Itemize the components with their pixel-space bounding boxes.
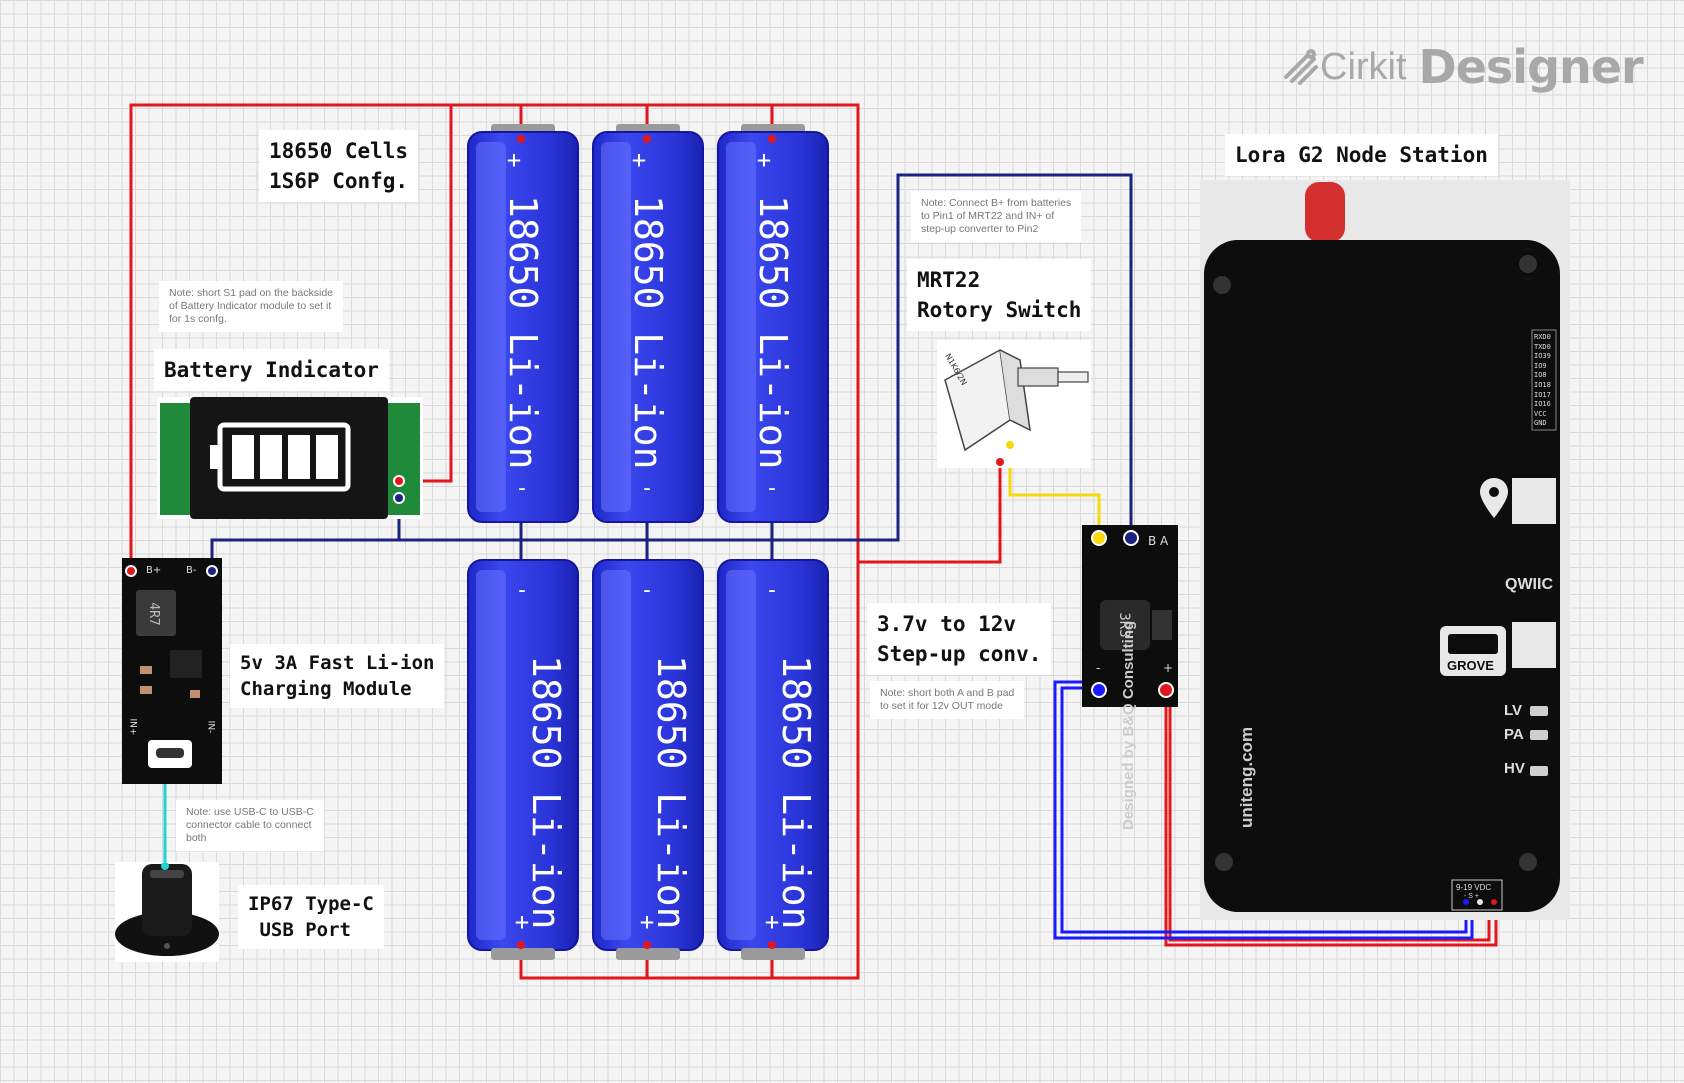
stepup-label: 3.7v to 12v Step-up conv. [867,603,1052,675]
battery-cell-top-2[interactable] [592,124,704,523]
lora-pin-label: IO9 [1534,361,1547,370]
cells-label: 18650 Cells 1S6P Confg. [259,130,419,202]
lora-pin-label: TXD0 [1534,342,1551,351]
lora-designer-text: Designed by B&Q Consulting [1120,620,1137,830]
location-pin-icon [1480,478,1508,518]
charger-inductor-label: 4R7 [146,602,161,625]
cirkit-designer-brand: Cirkit Designer [1280,40,1644,94]
lora-power-pins: - S + [1464,893,1479,900]
lora-site-text: uniteng.com [1237,726,1256,828]
lora-pin-label: IO16 [1534,400,1551,409]
charging-module[interactable]: 4R7 B+ B- [122,558,222,784]
lora-power-label: 9-19 VDC [1456,883,1492,892]
battery-cell-bottom-2[interactable] [592,559,704,960]
grove-label: GROVE [1447,658,1494,673]
led-label: LV [1504,702,1523,719]
stepup-plus-label: + [1163,661,1173,675]
wire-blue-out [1053,680,1474,940]
brand-name: Cirkit [1320,45,1407,88]
battery-cell-top-3[interactable] [717,124,829,523]
cell-minus-sign: - [765,476,778,501]
lora-pin-label: IO17 [1534,390,1551,399]
cell-plus-sign: + [765,908,779,936]
led-label: HV [1504,760,1525,777]
cell-plus-sign: + [757,146,771,174]
stepup-a-label: A [1160,534,1169,548]
battery-level-icon [210,422,351,492]
battery-cell-bottom-1[interactable] [467,559,579,960]
stepup-inductor-label: 3R3 [1116,612,1132,637]
battery-cell-bottom-3[interactable] [717,559,829,960]
cirkit-logo-icon [1284,49,1318,85]
rotary-switch[interactable] [937,340,1091,468]
battery-indicator-module[interactable] [157,397,423,519]
cell-plus-sign: + [515,908,529,936]
indicator-note: Note: short S1 pad on the backside of Ba… [159,281,344,332]
cell-minus-sign: - [515,476,528,501]
lora-pin-label: RXD0 [1534,333,1551,341]
lora-pin-label: IO39 [1534,352,1551,361]
lora-pin-label: IO8 [1534,371,1547,380]
qwiic-label: QWIIC [1505,576,1553,593]
usb-label: IP67 Type-C USB Port [238,885,384,949]
stepup-converter[interactable]: 3R3 A B - + [1082,525,1178,707]
cell-minus-sign: - [765,578,778,603]
cell-label: 18650 Li-ion [774,655,818,930]
cell-label: 18650 Li-ion [751,195,795,470]
stepup-note: Note: short both A and B pad to set it f… [870,681,1025,719]
charger-label: 5v 3A Fast Li-ion Charging Module [230,644,445,708]
charger-inplus-label: IN+ [127,718,138,736]
usb-c-port[interactable] [115,862,219,962]
led-label: PA [1504,726,1524,743]
cell-minus-sign: - [515,578,528,603]
rotary-label: MRT22 Rotory Switch [907,259,1092,331]
wire-yellow [1008,445,1101,535]
stepup-minus-label: - [1096,661,1100,675]
cell-label: 18650 Li-ion [626,195,670,470]
cell-label: 18650 Li-ion [649,655,693,930]
cell-plus-sign: + [632,146,646,174]
battery-cell-top-1[interactable] [467,124,579,523]
lora-node[interactable] [1200,180,1570,920]
lora-pin-label: VCC [1534,409,1547,418]
lora-pin-label: GND [1534,419,1547,428]
grove-icon [1440,626,1506,676]
stepup-b-label: B [1148,534,1156,548]
rotary-note: Note: Connect B+ from batteries to Pin1 … [911,191,1082,242]
cell-label: 18650 Li-ion [501,195,545,470]
cell-terminals [517,135,776,949]
cell-minus-sign: - [640,578,653,603]
lora-pin-label: IO18 [1534,380,1551,389]
charger-bplus-label: B+ [146,565,161,576]
charger-bminus-label: B- [186,565,197,576]
charger-inminus-label: IN- [205,720,216,734]
cell-label: 18650 Li-ion [524,655,568,930]
indicator-label: Battery Indicator [154,349,389,391]
usb-note: Note: use USB-C to USB-C connector cable… [176,800,324,851]
lora-label: Lora G2 Node Station [1225,134,1498,176]
brand-suffix: Designer [1418,40,1644,94]
cell-plus-sign: + [507,146,521,174]
cell-minus-sign: - [640,476,653,501]
cell-plus-sign: + [640,908,654,936]
